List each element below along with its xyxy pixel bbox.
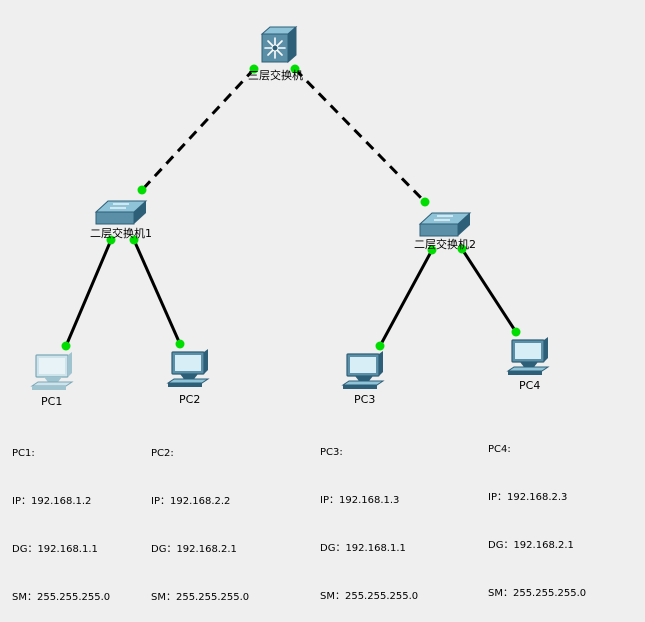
port-up-dot xyxy=(375,341,385,351)
link-switch1-to-pc2[interactable] xyxy=(132,239,182,345)
note-pc3[interactable]: PC3: IP：192.168.1.3 DG：192.168.1.1 SM：25… xyxy=(320,413,418,621)
note-subnet-mask: SM：255.255.255.0 xyxy=(320,591,419,602)
note-subnet-mask: SM：255.255.255.0 xyxy=(12,592,111,603)
device-label: PC1 xyxy=(41,395,62,408)
note-title: PC3: xyxy=(320,447,343,458)
switch-l2-1[interactable]: 二层交换机1 xyxy=(90,200,152,240)
note-ip: IP：192.168.2.3 xyxy=(488,492,568,503)
port-up-dot xyxy=(427,245,437,255)
note-ip: IP：192.168.1.2 xyxy=(12,496,92,507)
pc-icon xyxy=(166,349,210,387)
port-up-dot xyxy=(61,341,71,351)
link-switch2-to-pc3[interactable] xyxy=(378,249,434,347)
switch-icon xyxy=(418,212,472,237)
note-ip: IP：192.168.2.2 xyxy=(151,496,231,507)
link-l3-to-switch2[interactable] xyxy=(293,67,427,204)
note-ip: IP：192.168.1.3 xyxy=(320,495,400,506)
links xyxy=(64,67,518,347)
pc-1[interactable]: PC1 xyxy=(30,352,74,408)
port-up-dot xyxy=(175,339,185,349)
multilayer-switch-icon xyxy=(260,25,298,64)
device-label: 三层交换机 xyxy=(248,68,303,82)
note-gateway: DG：192.168.2.1 xyxy=(488,540,574,551)
port-up-dot xyxy=(106,235,116,245)
device-label: 二层交换机1 xyxy=(90,226,152,240)
multilayer-switch-l3[interactable]: 三层交换机 xyxy=(248,25,303,82)
port-up-dot xyxy=(290,64,300,74)
pc-icon xyxy=(30,352,74,390)
port-up-dot xyxy=(420,197,430,207)
link-switch2-to-pc4[interactable] xyxy=(460,248,518,333)
port-up-dot xyxy=(249,64,259,74)
port-up-dot xyxy=(457,244,467,254)
pc-3[interactable]: PC3 xyxy=(341,351,385,406)
link-l3-to-switch1[interactable] xyxy=(140,67,256,192)
pc-icon xyxy=(341,351,385,389)
note-subnet-mask: SM：255.255.255.0 xyxy=(488,588,587,599)
note-title: PC2: xyxy=(151,448,174,459)
note-gateway: DG：192.168.1.1 xyxy=(12,544,98,555)
note-gateway: DG：192.168.1.1 xyxy=(320,543,406,554)
port-up-dot xyxy=(129,235,139,245)
topology-canvas: 三层交换机 二层交换机1 二层交换机2 xyxy=(30,25,550,408)
device-label: PC2 xyxy=(179,393,200,406)
note-pc1[interactable]: PC1: IP：192.168.1.2 DG：192.168.1.1 SM：25… xyxy=(12,414,110,622)
device-label: 二层交换机2 xyxy=(414,237,476,251)
note-title: PC4: xyxy=(488,444,511,455)
note-pc2[interactable]: PC2: IP：192.168.2.2 DG：192.168.2.1 SM：25… xyxy=(151,414,249,622)
note-subnet-mask: SM：255.255.255.0 xyxy=(151,592,250,603)
link-switch1-to-pc1[interactable] xyxy=(64,239,113,347)
switch-l2-2[interactable]: 二层交换机2 xyxy=(414,212,476,251)
device-label: PC4 xyxy=(519,379,540,392)
port-up-dot xyxy=(511,327,521,337)
port-indicators xyxy=(61,64,521,351)
note-pc4[interactable]: PC4: IP：192.168.2.3 DG：192.168.2.1 SM：25… xyxy=(488,410,586,618)
note-gateway: DG：192.168.2.1 xyxy=(151,544,237,555)
note-title: PC1: xyxy=(12,448,35,459)
pc-4[interactable]: PC4 xyxy=(506,337,550,392)
device-label: PC3 xyxy=(354,393,375,406)
switch-icon xyxy=(94,200,148,225)
port-up-dot xyxy=(137,185,147,195)
pc-icon xyxy=(506,337,550,375)
pc-2[interactable]: PC2 xyxy=(166,349,210,406)
